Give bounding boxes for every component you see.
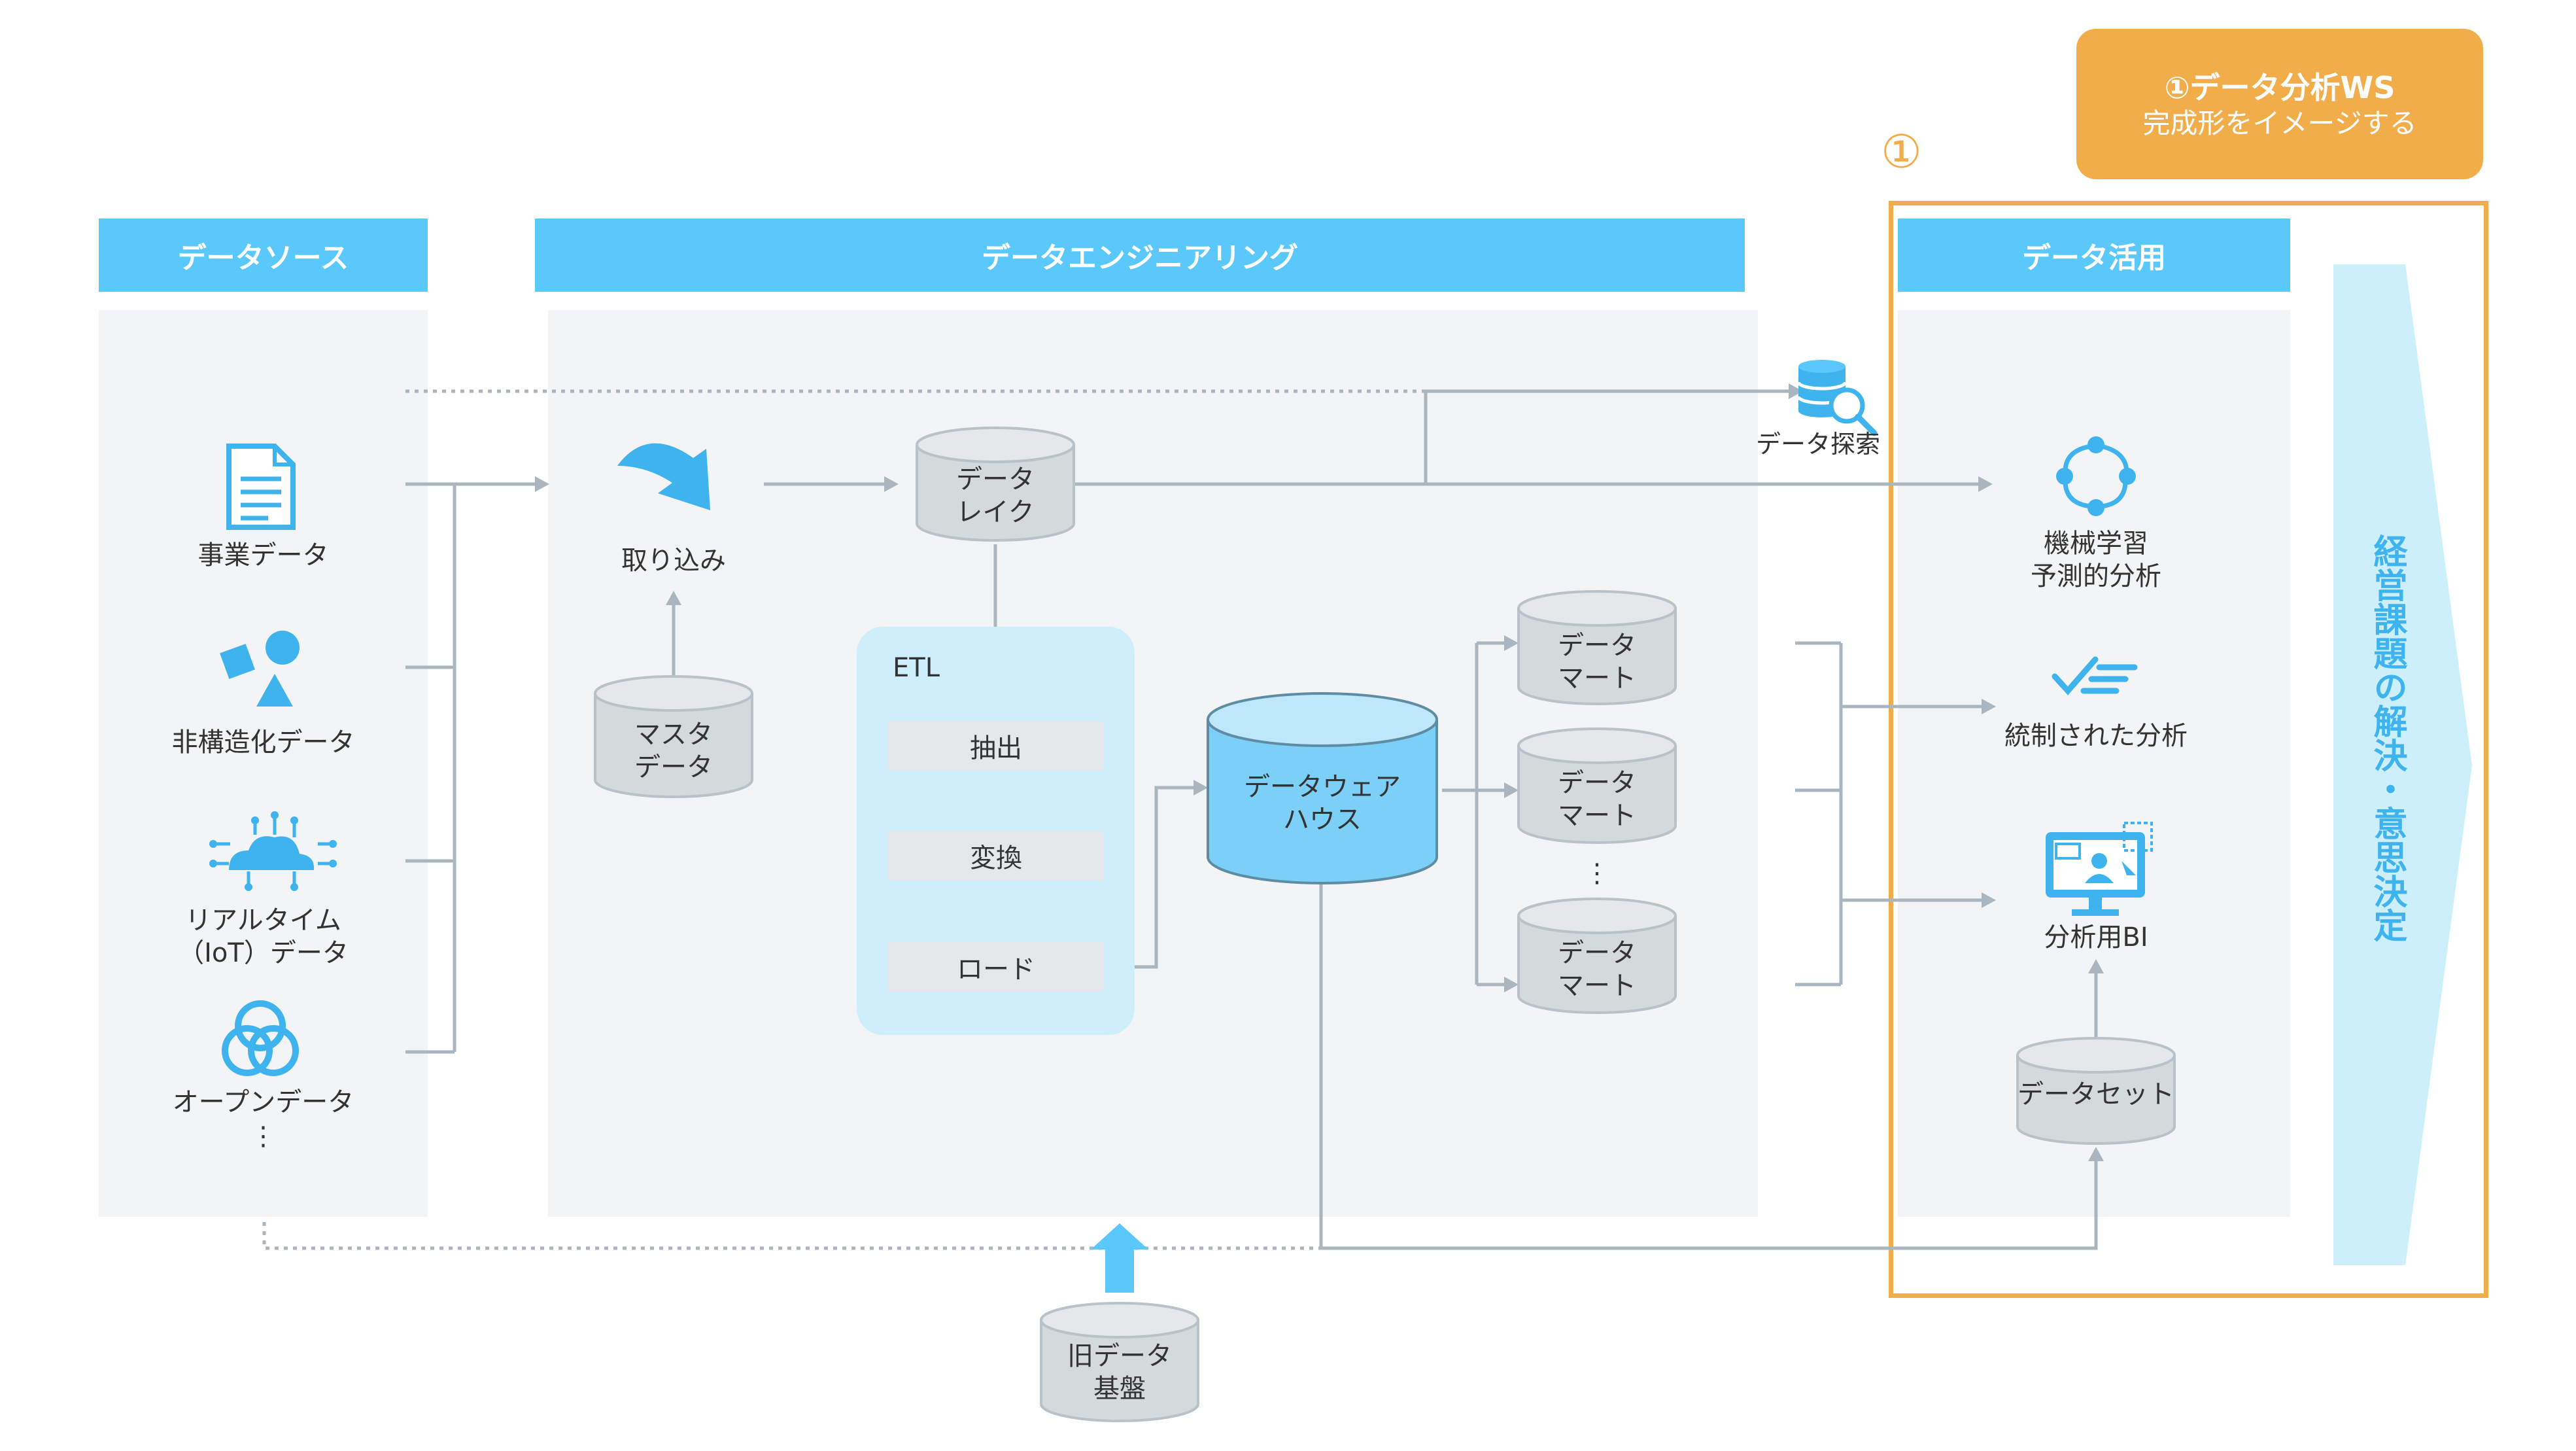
outcome-text: 経営課題の解決・意思決定 [2367,534,2407,942]
shapes-icon [220,631,300,707]
mart-cylinder-3 [1517,898,1677,1014]
warehouse-to-marts-arrows [1442,641,1504,987]
arrowhead [2088,1147,2104,1161]
arrowhead [1504,635,1519,651]
iot-cloud-icon [209,811,337,891]
focus-frame [1889,201,2488,1298]
arrowhead [2088,959,2104,973]
mart-label-1: データ マート [1519,629,1675,695]
arrowhead [535,476,549,492]
warehouse-label-line2: ハウス [1283,805,1362,835]
data-lake-label: データ レイク [917,463,1074,529]
source-label-business: 事業データ [197,540,329,570]
arrowhead [884,476,899,492]
callout-title: ①データ分析WS [2164,70,2396,105]
section-header-data-engineering: データエンジニアリング [535,219,1745,292]
ml-nodes-icon [2056,436,2136,516]
ingest-arrow-icon [617,443,710,510]
master-data-cylinder [594,675,753,798]
sources-more-dots: ⋮ [250,1121,277,1151]
bi-label: 分析用BI [2044,922,2148,953]
bi-monitor-icon [2046,822,2153,916]
legacy-label-line1: 旧データ [1067,1341,1172,1371]
ml-label-line2: 予測的分析 [2031,561,2161,591]
etl-step-load: ロード [888,942,1104,992]
etl-step-extract: 抽出 [888,721,1104,771]
warehouse-label-line1: データウェア [1244,772,1401,802]
dataset-cylinder [2016,1037,2176,1145]
mart-label-1-line2: マート [1558,663,1636,693]
data-lake-label-line2: レイク [956,497,1035,527]
source-label-iot-line2: （IoT）データ [178,938,349,968]
source-label-open: オープンデータ [172,1087,354,1117]
section-header-data-utilization: データ活用 [1898,219,2290,292]
etl-step-transform: 変換 [888,831,1104,881]
source-label-iot-line1: リアルタイム [185,905,341,935]
ingest-label: 取り込み [621,546,726,576]
mart-label-2-line1: データ [1558,768,1636,798]
document-icon [226,444,296,530]
warehouse-cylinder [1207,692,1438,884]
arrowhead [1978,476,1993,492]
utilization-bracket [1795,641,1982,987]
master-data-label-line1: マスタ [634,720,713,750]
mart-label-3-line1: データ [1558,938,1636,968]
outcome-arrow-band [2333,264,2472,1265]
legacy-label: 旧データ 基盤 [1041,1340,1198,1405]
mart-label-2-line2: マート [1558,801,1636,831]
data-lake-label-line1: データ [956,464,1035,495]
arrowhead [1982,892,1996,908]
ml-label: 機械学習 予測的分析 [2018,527,2174,593]
arrowhead [1194,780,1208,795]
master-data-label-line2: データ [634,752,713,782]
source-label-unstructured: 非構造化データ [171,727,355,758]
section-header-data-source: データソース [99,219,428,292]
etl-title: ETL [893,653,940,683]
database-search-icon [1796,360,1878,436]
callout-subtitle: 完成形をイメージする [2142,107,2417,139]
warehouse-to-dataset-arrow [1319,882,2098,1250]
master-data-label: マスタ データ [595,718,752,784]
arrowhead [666,591,681,605]
arrowhead [1504,782,1519,798]
check-list-icon [2052,656,2138,695]
lake-to-exploration-arrow [1424,389,1789,484]
legacy-cylinder [1040,1302,1199,1422]
mart-label-3-line2: マート [1558,971,1636,1001]
warehouse-label: データウェア ハウス [1208,771,1437,836]
mart-cylinder-2 [1517,727,1677,844]
legacy-label-line2: 基盤 [1093,1374,1146,1404]
arrowhead [1789,383,1803,399]
mart-label-3: データ マート [1519,937,1675,1002]
source-bracket [405,482,456,1054]
data-lake-cylinder [916,427,1075,542]
marts-more-dots: ⋮ [1584,858,1610,888]
dataset-label: データセット [2018,1079,2174,1110]
mart-cylinder-1 [1517,590,1677,705]
exploration-label: データ探索 [1755,430,1880,459]
mart-label-1-line1: データ [1558,631,1636,661]
workshop-callout: ①データ分析WS 完成形をイメージする [2076,29,2483,179]
venn-icon [222,1000,299,1076]
legacy-up-arrow [1091,1223,1148,1293]
source-label-iot: リアルタイム （IoT）データ [99,904,428,970]
governed-analytics-label: 統制された分析 [2004,721,2188,751]
mart-label-2: データ マート [1519,767,1675,832]
callout-marker: ① [1881,125,1922,179]
arrowhead [1504,977,1519,992]
arrowhead [1982,699,1996,714]
ml-label-line1: 機械学習 [2044,529,2148,559]
